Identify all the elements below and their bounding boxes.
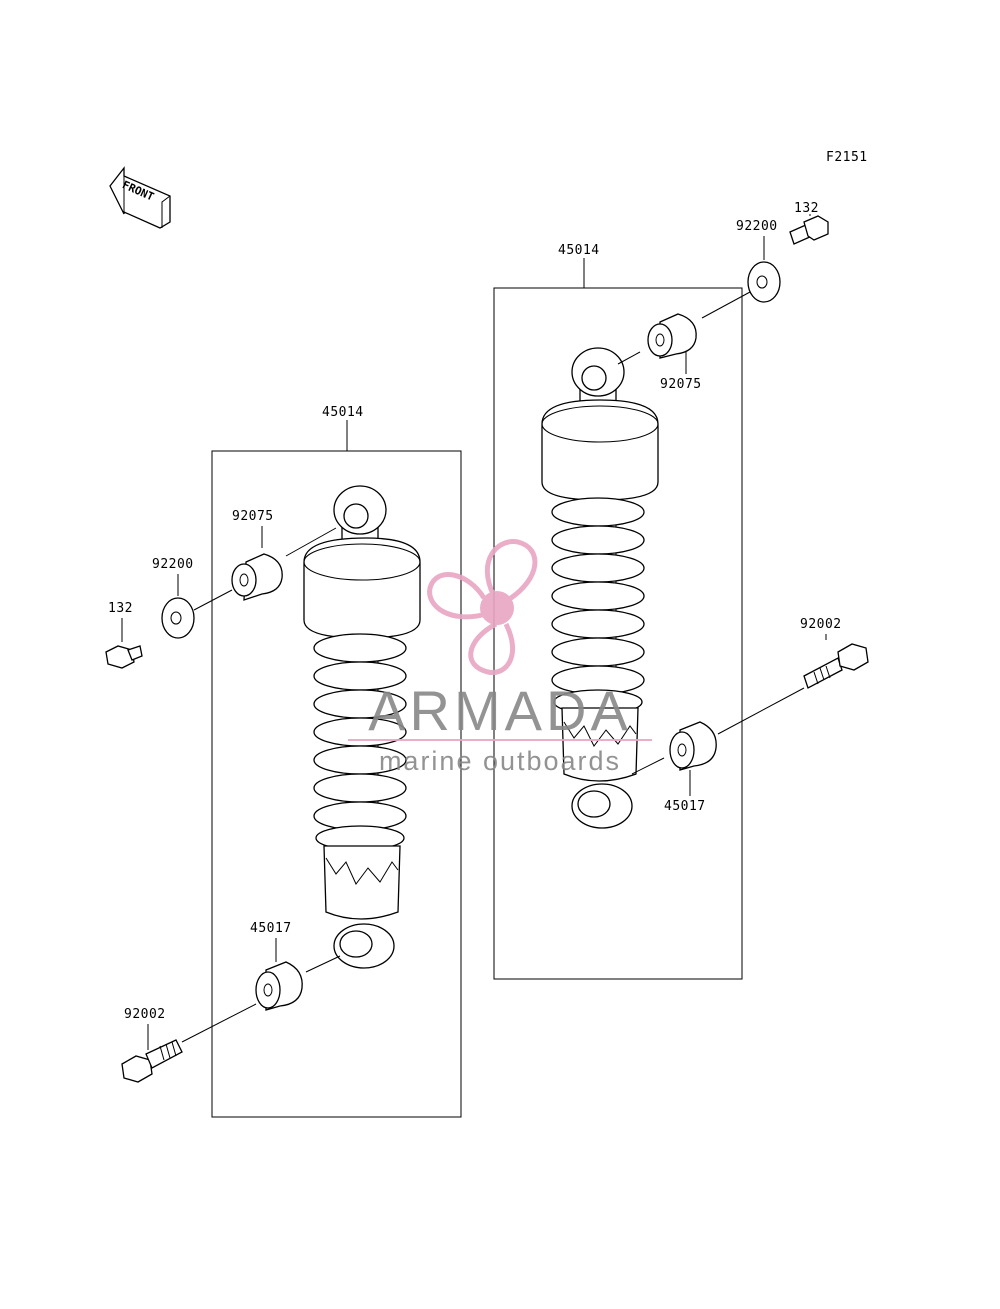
left-shock-reservoir [303, 537, 421, 639]
right-label-132: 132 [794, 201, 819, 216]
right-washer-icon [747, 261, 781, 303]
right-bolt-top-icon [789, 215, 829, 245]
watermark-tagline: marine outboards [379, 746, 621, 776]
left-label-92002: 92002 [124, 1007, 166, 1022]
left-label-45014: 45014 [322, 405, 364, 420]
propeller-logo-icon [427, 539, 538, 675]
left-shock-spring [313, 633, 407, 851]
right-shock-assembly: 45014 [493, 201, 869, 980]
right-label-92002: 92002 [800, 617, 842, 632]
watermark: ARMADA marine outboards [348, 539, 652, 776]
left-label-92200: 92200 [152, 557, 194, 572]
right-bolt-bottom-icon [803, 643, 869, 689]
right-label-45017: 45017 [664, 799, 706, 814]
right-assembly-frame [493, 287, 743, 980]
left-bolt-bottom-icon [121, 1039, 183, 1083]
right-collar-top-icon [647, 313, 697, 359]
left-assembly-frame [211, 450, 462, 1118]
left-shock-lower-body [323, 845, 401, 969]
left-collar-bottom-icon [255, 961, 303, 1011]
left-washer-icon [161, 597, 195, 639]
right-shock-lower-body [561, 707, 639, 829]
right-label-45014: 45014 [558, 243, 600, 258]
left-collar-top-icon [231, 553, 283, 601]
front-arrow-icon: FRONT [109, 166, 171, 229]
figure-id: F2151 [826, 150, 868, 165]
right-label-92075: 92075 [660, 377, 702, 392]
left-shock-assembly: 45014 [105, 405, 462, 1118]
right-shock-spring [551, 497, 645, 715]
left-top-eye [333, 485, 387, 555]
left-label-132: 132 [108, 601, 133, 616]
right-shock-reservoir [541, 399, 659, 501]
left-bolt-top-icon [105, 645, 143, 669]
right-collar-bottom-icon [669, 721, 717, 771]
left-label-92075: 92075 [232, 509, 274, 524]
right-label-92200: 92200 [736, 219, 778, 234]
left-label-45017: 45017 [250, 921, 292, 936]
watermark-brand: ARMADA [368, 679, 632, 742]
